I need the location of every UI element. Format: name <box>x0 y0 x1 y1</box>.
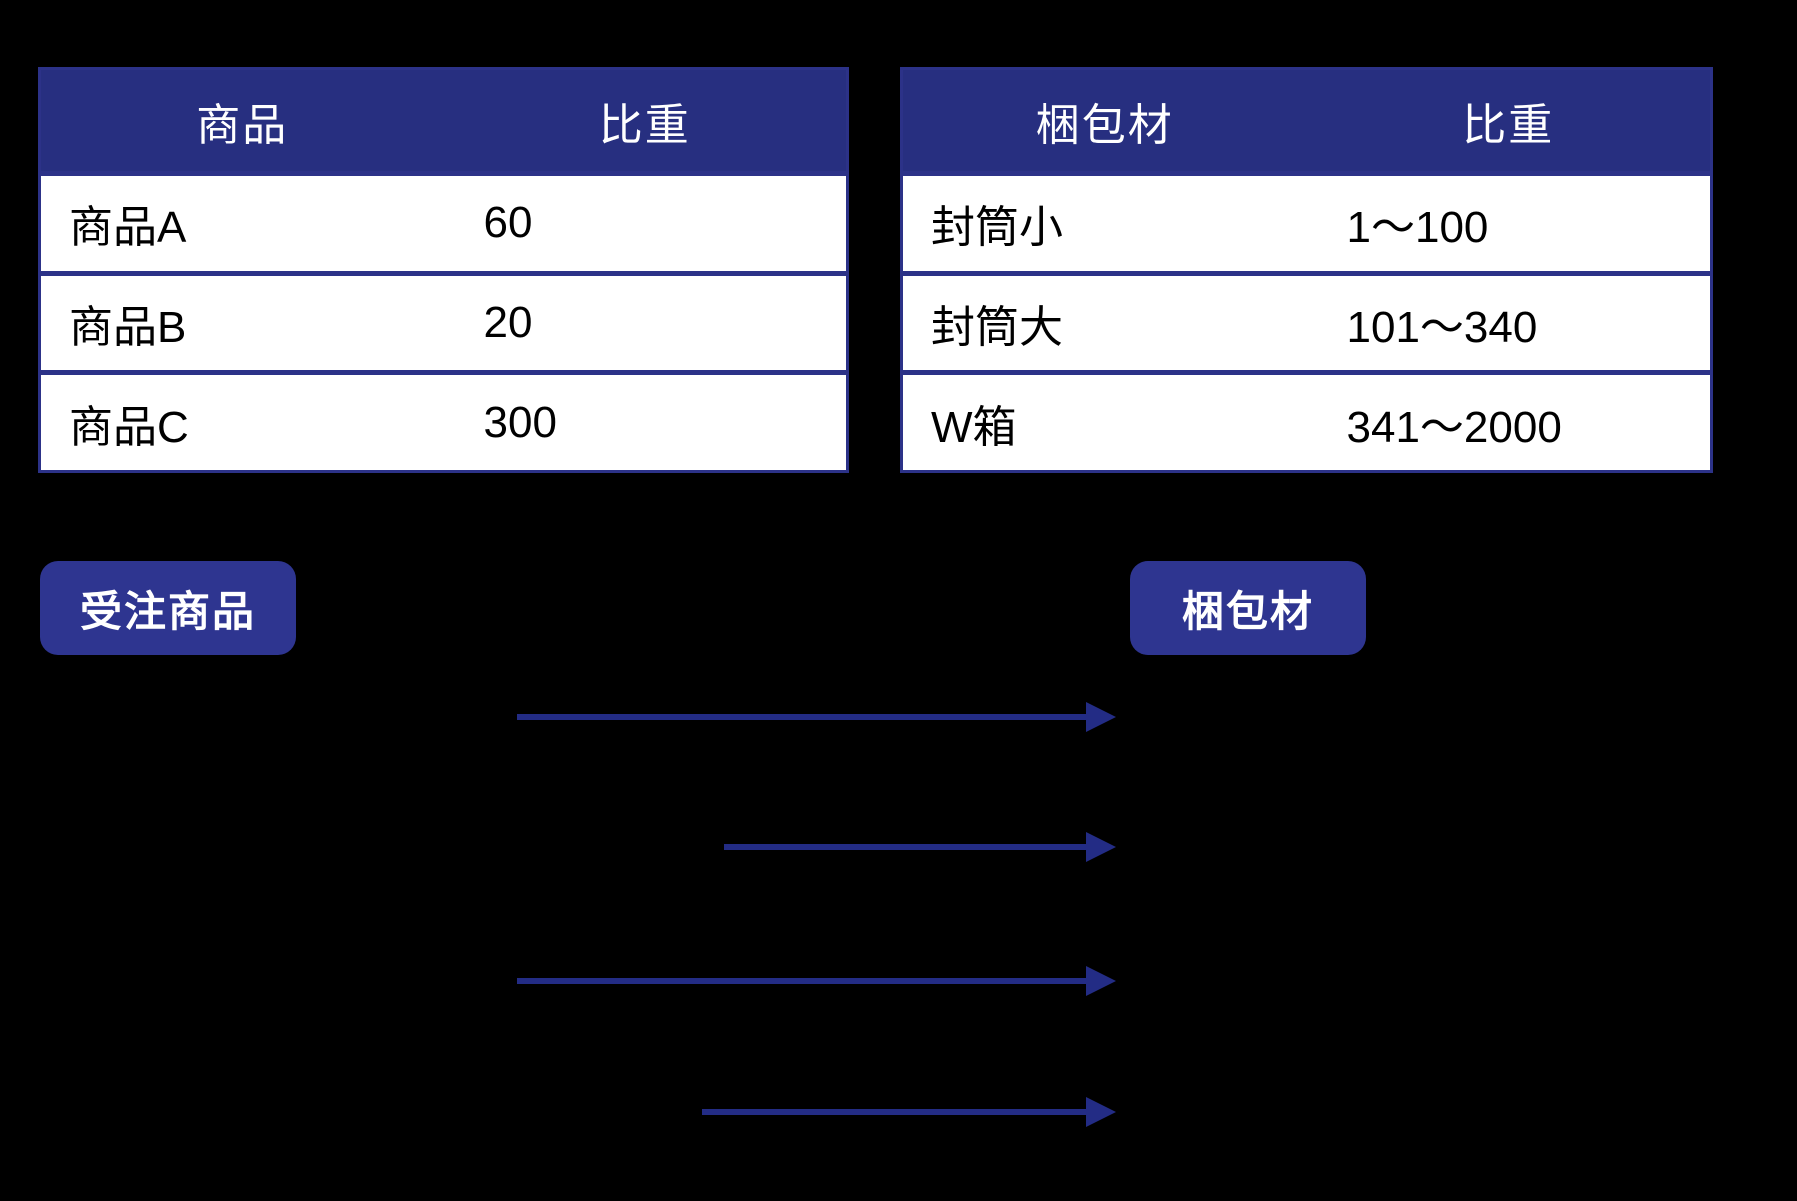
table-row: 商品B 20 <box>41 270 846 371</box>
arrow-shaft <box>702 1109 1089 1115</box>
mapping-arrow <box>724 832 1116 862</box>
arrow-head-icon <box>1086 832 1116 862</box>
packaging-table: 梱包材 比重 封筒小 1〜100 封筒大 101〜340 W箱 341〜2000 <box>900 67 1713 473</box>
table-row: 封筒大 101〜340 <box>903 270 1710 371</box>
packaging-badge: 梱包材 <box>1130 561 1366 655</box>
packaging-name: 封筒小 <box>931 203 1063 253</box>
order-product-badge: 受注商品 <box>40 561 296 655</box>
arrow-shaft <box>517 978 1089 984</box>
product-table-header-row: 商品 比重 <box>41 70 846 171</box>
arrow-head-icon <box>1086 702 1116 732</box>
mapping-arrow <box>517 702 1116 732</box>
packaging-name: W箱 <box>931 402 1017 452</box>
mapping-arrow <box>517 966 1116 996</box>
arrow-head-icon <box>1086 1097 1116 1127</box>
mapping-arrow <box>702 1097 1116 1127</box>
table-row: W箱 341〜2000 <box>903 370 1710 471</box>
arrow-head-icon <box>1086 966 1116 996</box>
product-name: 商品C <box>69 402 189 452</box>
table-row: 商品A 60 <box>41 171 846 271</box>
packaging-weight-range: 341〜2000 <box>1346 402 1562 452</box>
product-weight: 300 <box>483 397 557 447</box>
product-name: 商品B <box>69 303 187 352</box>
packaging-table-header-weight: 比重 <box>1462 100 1555 150</box>
packaging-weight-range: 101〜340 <box>1346 303 1538 352</box>
product-table-header-product: 商品 <box>196 100 289 150</box>
packaging-weight-range: 1〜100 <box>1346 203 1489 253</box>
product-weight: 60 <box>483 198 533 248</box>
product-table: 商品 比重 商品A 60 商品B 20 商品C 300 <box>38 67 849 473</box>
arrow-shaft <box>724 844 1089 850</box>
packaging-table-header-material: 梱包材 <box>1035 100 1174 150</box>
table-row: 封筒小 1〜100 <box>903 171 1710 271</box>
product-table-header-weight: 比重 <box>598 100 691 150</box>
packaging-name: 封筒大 <box>931 303 1063 352</box>
product-name: 商品A <box>69 203 187 253</box>
product-weight: 20 <box>483 298 533 347</box>
packaging-table-header-row: 梱包材 比重 <box>903 70 1710 171</box>
table-row: 商品C 300 <box>41 370 846 471</box>
arrow-shaft <box>517 714 1089 720</box>
